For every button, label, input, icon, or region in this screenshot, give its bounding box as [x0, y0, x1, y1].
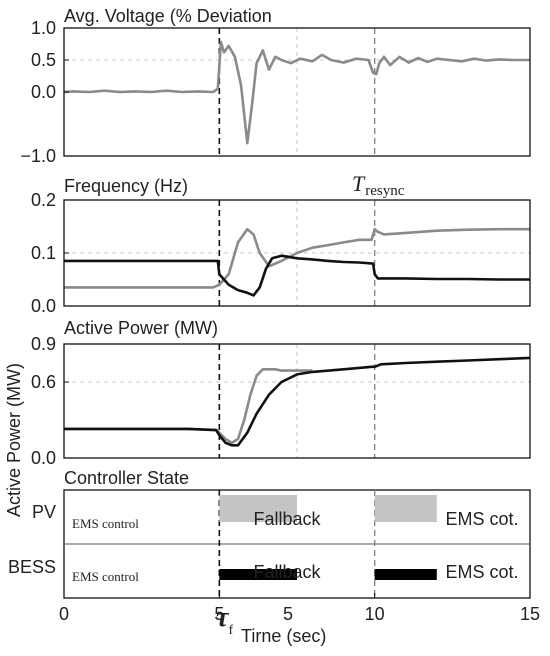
- panel-0: −1.0 0.0 0.5 1.0: [20, 18, 531, 166]
- series-line-black: [64, 356, 531, 447]
- row-name-pv: PV: [32, 502, 56, 522]
- y-tick-label: 0.5: [31, 50, 56, 70]
- x-tick-label: 5: [283, 604, 293, 624]
- t-resync-sub: resync: [365, 183, 404, 199]
- panel-title-active-power: Active Power (MW): [64, 318, 218, 338]
- x-axis-label: Tirne (sec): [241, 626, 326, 646]
- y-tick-label: 0.9: [31, 334, 56, 354]
- x-tick-label: 0: [59, 604, 69, 624]
- state-block-1: [374, 569, 437, 580]
- state-block-0: [219, 569, 297, 580]
- row-right-text: EMS cot.: [445, 509, 518, 529]
- x-tick-label: 10: [365, 604, 385, 624]
- x-tick-label: 5: [214, 604, 224, 624]
- panel-frame: [63, 343, 531, 459]
- series-line-gray: [63, 40, 530, 145]
- series-line-black: [64, 254, 530, 297]
- y-tick-label: 0.1: [31, 243, 56, 263]
- row-right-text: EMS cot.: [445, 562, 518, 582]
- t-resync-annotation: Tresync: [352, 171, 405, 199]
- row-name-bess: BESS: [8, 557, 56, 577]
- panel-1: 0.0 0.1 0.2: [31, 190, 531, 316]
- y-tick-label: 0.0: [31, 82, 56, 102]
- state-block-1: [374, 495, 437, 522]
- panel-2: 0.0 0.6 0.9: [31, 334, 531, 468]
- y-tick-label: 1.0: [31, 18, 56, 38]
- row-mid-text: Fallback: [253, 509, 321, 529]
- x-axis: 0 5 10 15 5: [59, 593, 540, 624]
- panel-title-voltage: Avg. Voltage (% Deviation: [64, 6, 272, 26]
- row-left-text: EMS control: [72, 516, 139, 531]
- row-mid-text: Fallback: [253, 562, 321, 582]
- y-axis-label: Active Power (MW): [4, 363, 24, 517]
- y-tick-label: 0.6: [31, 372, 56, 392]
- tau-subscript: f: [228, 623, 233, 638]
- y-tick-label: 0.0: [31, 448, 56, 468]
- y-tick-label: −1.0: [20, 146, 56, 166]
- x-tick-label: 15: [520, 604, 540, 624]
- row-left-text: EMS control: [72, 569, 139, 584]
- tau-f-label: τf: [216, 602, 233, 638]
- chart-panels: −1.0 0.0 0.5 1.0 0.0 0.1 0.2 0.0 0.6 0.9: [20, 18, 531, 468]
- panel-title-controller-state: Controller State: [64, 468, 189, 488]
- y-tick-label: 0.0: [31, 296, 56, 316]
- panel-title-frequency: Frequency (Hz): [64, 176, 188, 196]
- y-tick-label: 0.2: [31, 190, 56, 210]
- series-line-gray: [64, 368, 313, 445]
- t-resync-main: T: [352, 171, 366, 196]
- tau-symbol: τ: [216, 602, 230, 633]
- state-block-0: [219, 495, 297, 522]
